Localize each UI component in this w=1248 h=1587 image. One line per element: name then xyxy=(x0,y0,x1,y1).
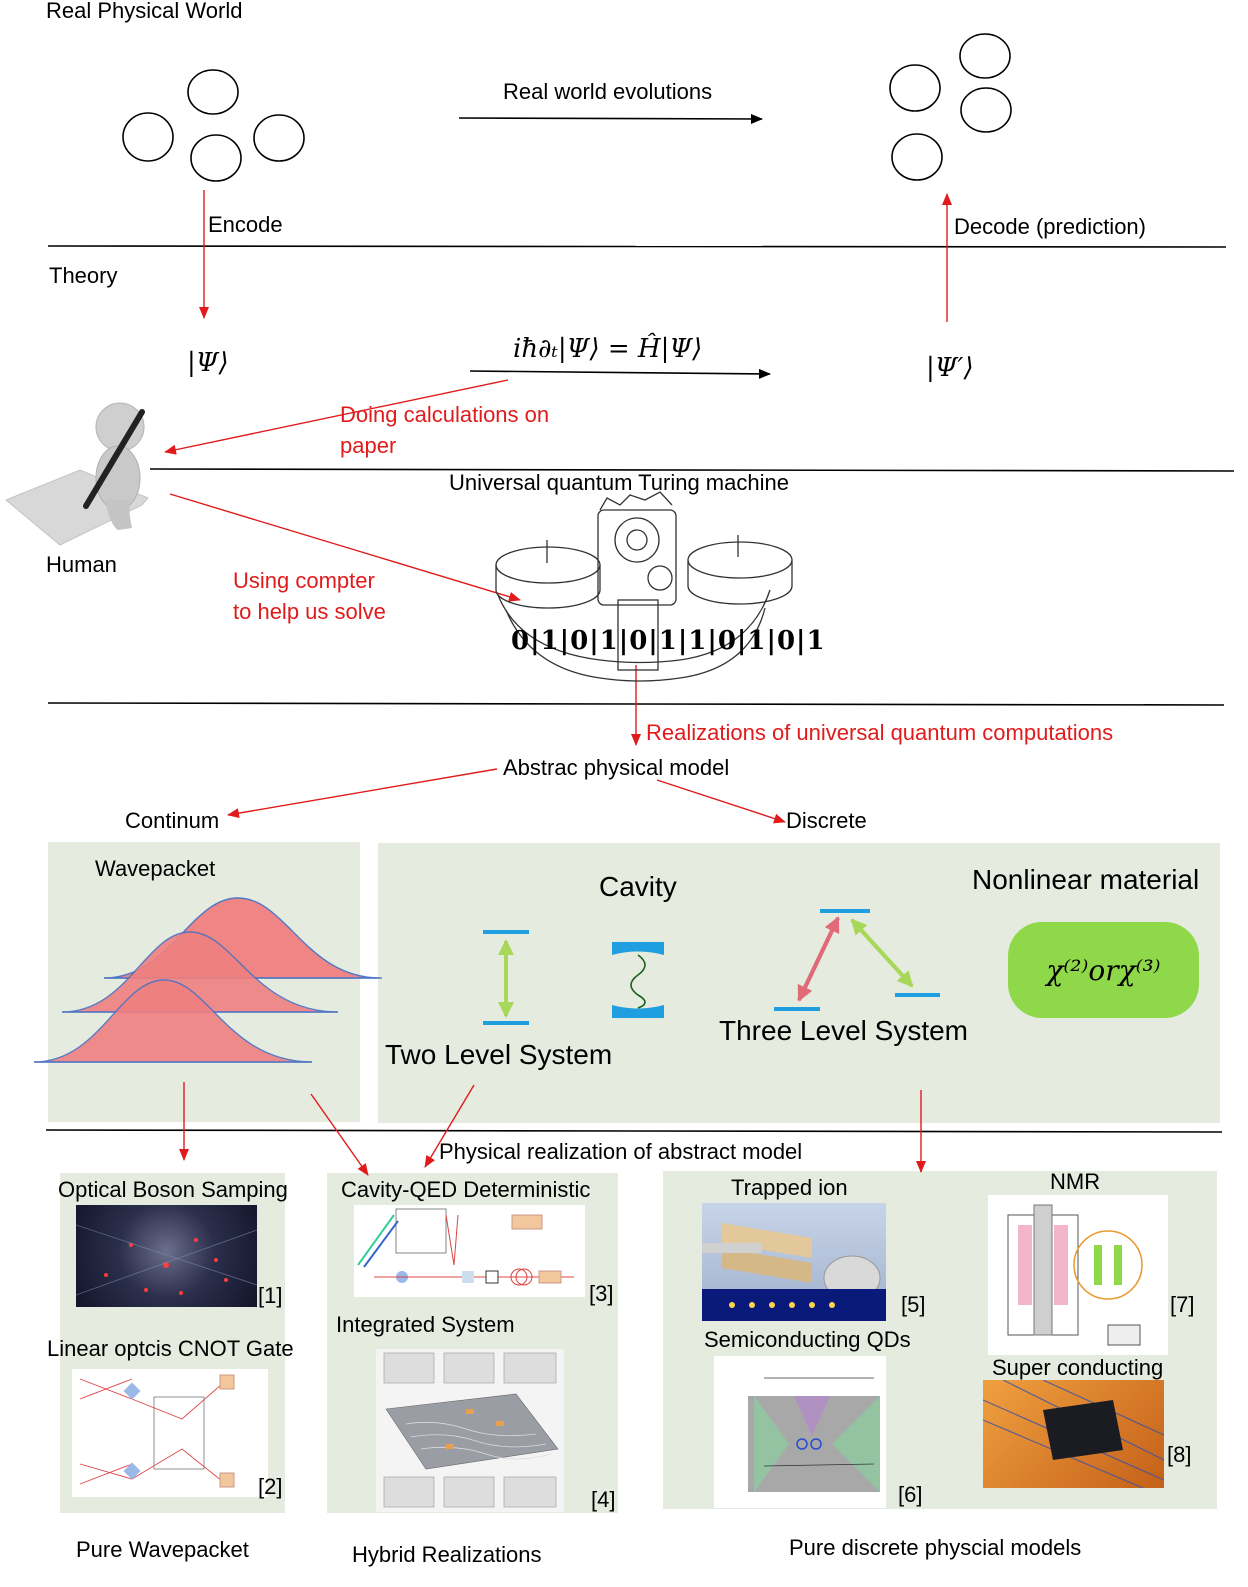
ref-1: [1] xyxy=(258,1283,283,1308)
theory-evolution-arrow xyxy=(469,368,771,379)
nonlinear-chi-box: χ⁽²⁾orχ⁽³⁾ xyxy=(1008,922,1199,1018)
evolution-label: Real world evolutions xyxy=(503,79,713,104)
nmr-image xyxy=(988,1195,1168,1355)
pure-wavepacket-caption: Pure Wavepacket xyxy=(76,1537,249,1562)
boson-sampling-photo xyxy=(76,1205,257,1307)
three-level-system-label: Three Level System xyxy=(719,1015,968,1046)
ref-7: [7] xyxy=(1170,1292,1195,1317)
ref-6: [6] xyxy=(898,1482,923,1507)
turing-machine-label: Universal quantum Turing machine xyxy=(449,470,789,495)
two-level-system-graphic xyxy=(483,930,529,1025)
ref-5: [5] xyxy=(901,1292,926,1317)
theory-label: Theory xyxy=(49,263,118,288)
paper-annotation-line2: paper xyxy=(340,433,397,458)
cavity-label: Cavity xyxy=(599,871,677,902)
evolved-particles xyxy=(889,33,1012,181)
cavity-qed-schematic xyxy=(354,1205,585,1297)
realizations-annotation: Realizations of universal quantum comput… xyxy=(646,720,1114,745)
two-level-hybrid-arrow xyxy=(424,1084,475,1168)
computer-arrow xyxy=(169,493,521,602)
turing-machine-sketch xyxy=(495,491,793,682)
integrated-system-image xyxy=(376,1349,564,1512)
trapped-ion-image xyxy=(702,1203,886,1321)
semiconducting-qds-label: Semiconducting QDs xyxy=(704,1327,911,1352)
abstract-model-label: Abstrac physical model xyxy=(503,755,730,780)
paper-annotation-line1: Doing calculations on xyxy=(340,402,550,427)
wavepacket-graphic xyxy=(33,897,382,1063)
ref-3: [3] xyxy=(589,1281,614,1306)
discrete-arrow xyxy=(656,779,786,824)
decode-label: Decode (prediction) xyxy=(954,214,1146,239)
integrated-system-label: Integrated System xyxy=(336,1312,515,1337)
continuum-arrow xyxy=(227,768,498,819)
chi-expression: χ⁽²⁾orχ⁽³⁾ xyxy=(1046,953,1161,987)
wavepacket-hybrid-arrow xyxy=(310,1093,369,1176)
initial-particles xyxy=(122,69,305,182)
nonlinear-material-label: Nonlinear material xyxy=(972,864,1200,895)
pure-discrete-caption: Pure discrete physcial models xyxy=(789,1535,1082,1560)
computer-annotation-line1: Using compter xyxy=(233,568,375,593)
discrete-label: Discrete xyxy=(786,808,867,833)
psi-state: |Ψ⟩ xyxy=(187,348,229,378)
schrodinger-equation: iħ∂ₜ|Ψ⟩ = Ĥ|Ψ⟩ xyxy=(513,334,703,364)
real-world-evolution-arrow xyxy=(458,113,763,124)
encode-label: Encode xyxy=(208,212,283,237)
trapped-ion-label: Trapped ion xyxy=(731,1175,848,1200)
red-arrows xyxy=(164,190,952,1176)
ref-4: [4] xyxy=(591,1487,616,1512)
cavity-qed-label: Cavity-QED Deterministic xyxy=(341,1177,591,1202)
ref-8: [8] xyxy=(1167,1442,1192,1467)
realization-heading: Physical realization of abstract model xyxy=(439,1139,803,1164)
cnot-gate-schematic xyxy=(72,1369,268,1497)
turing-tape-digits: 0|1|0|1|0|1|1|0|1|0|1 xyxy=(511,626,826,656)
computer-annotation-line2: to help us solve xyxy=(233,599,386,624)
human-label: Human xyxy=(46,552,117,577)
superconducting-image xyxy=(983,1380,1164,1488)
wavepacket-label: Wavepacket xyxy=(95,856,216,881)
human-figure xyxy=(5,402,149,546)
hybrid-realizations-caption: Hybrid Realizations xyxy=(352,1542,542,1567)
psi-prime-state: |Ψ′⟩ xyxy=(926,353,974,383)
continuum-label: Continum xyxy=(125,808,220,833)
cavity-graphic xyxy=(612,942,664,1018)
superconducting-label: Super conducting xyxy=(992,1355,1164,1380)
boson-sampling-label: Optical Boson Samping xyxy=(58,1177,288,1202)
cnot-gate-label: Linear optcis CNOT Gate xyxy=(47,1336,294,1361)
two-level-system-label: Two Level System xyxy=(385,1039,613,1070)
real-world-label: Real Physical World xyxy=(46,0,243,23)
nmr-label: NMR xyxy=(1050,1169,1101,1194)
paper-calculation-arrow xyxy=(164,379,509,455)
three-level-system-graphic xyxy=(774,909,940,1011)
ref-2: [2] xyxy=(258,1474,283,1499)
semiconducting-qds-image xyxy=(714,1356,886,1508)
